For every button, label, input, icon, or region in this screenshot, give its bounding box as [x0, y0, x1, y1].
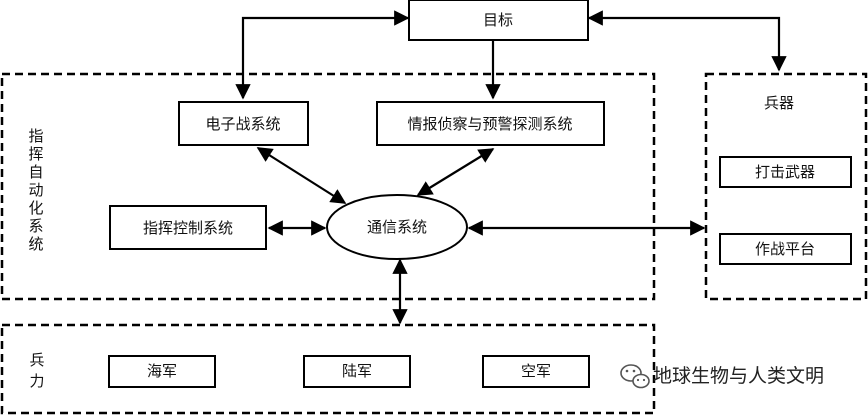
watermark: 地球生物与人类文明 [620, 364, 824, 389]
army-label: 陆军 [342, 362, 372, 380]
ew-system-box [178, 101, 309, 146]
intel-system-label: 情报侦察与预警探测系统 [407, 115, 572, 133]
c2-group-char: 化 [28, 199, 43, 217]
arrow-target-ew [235, 10, 410, 100]
army-box [303, 355, 411, 388]
c2-group-char: 挥 [28, 145, 43, 163]
strike-weapons-box [719, 156, 852, 188]
connectors [235, 10, 787, 325]
comm-system-label: 通信系统 [367, 218, 427, 236]
command-control-box [109, 205, 267, 250]
air-force-label: 空军 [521, 362, 551, 380]
c2-group-char: 指 [28, 127, 43, 145]
air-force-box [482, 355, 590, 388]
forces-group-label: 兵 力 [29, 351, 44, 390]
comm-system-node [326, 194, 468, 260]
navy-box [108, 355, 216, 388]
target-label: 目标 [483, 11, 513, 29]
forces-group [0, 323, 656, 415]
arrow-intel-comm [416, 148, 495, 196]
c2-group-label: 指 挥 自 动 化 系 统 [28, 127, 43, 253]
combat-platform-box [719, 233, 852, 265]
weapons-group [704, 72, 868, 301]
arrow-ew-comm [256, 147, 347, 204]
arrow-target-weapons [587, 10, 787, 72]
forces-group-char: 力 [29, 372, 44, 390]
weapons-group-label: 兵器 [764, 94, 794, 112]
c2-group-char: 自 [28, 163, 43, 181]
c2-group-char: 动 [28, 181, 43, 199]
combat-platform-label: 作战平台 [755, 240, 815, 258]
wechat-icon [620, 364, 650, 389]
command-control-label: 指挥控制系统 [143, 219, 233, 237]
c2-group-char: 统 [28, 235, 43, 253]
ew-system-label: 电子战系统 [205, 115, 280, 133]
target-box [408, 0, 589, 41]
navy-label: 海军 [147, 362, 177, 380]
intel-system-box [376, 101, 605, 146]
strike-weapons-label: 打击武器 [755, 163, 815, 181]
c2-group-char: 系 [28, 217, 43, 235]
watermark-text: 地球生物与人类文明 [653, 365, 824, 387]
forces-group-char: 兵 [29, 351, 44, 369]
